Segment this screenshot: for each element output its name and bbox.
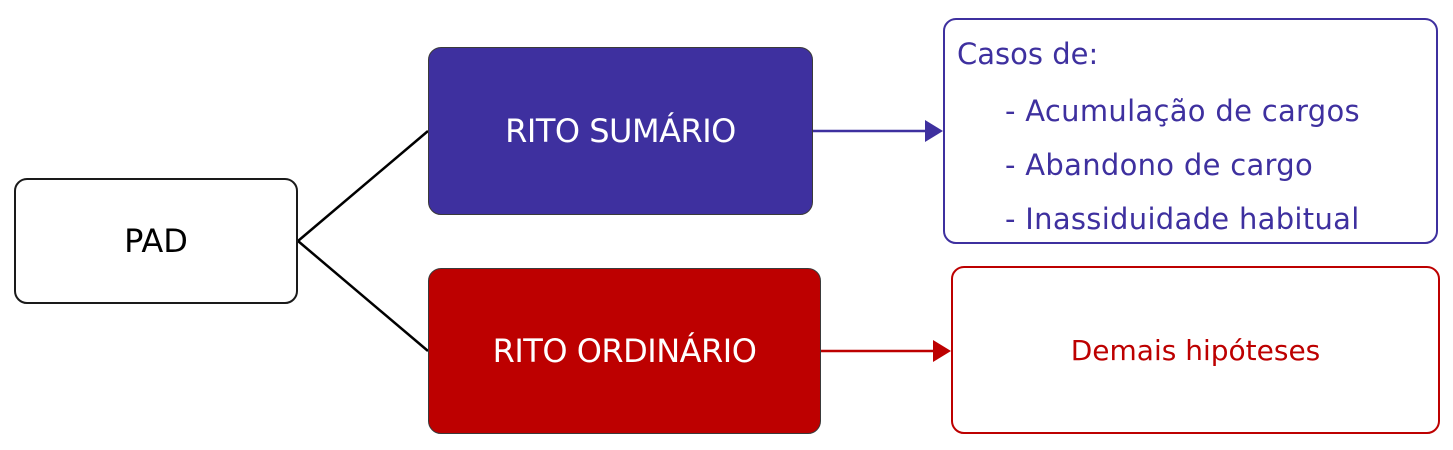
rito-ordinario-node: RITO ORDINÁRIO [428, 268, 821, 434]
casos-node: Casos de: - Acumulação de cargos - Aband… [943, 18, 1438, 244]
casos-item-acumulacao: - Acumulação de cargos [1005, 94, 1360, 128]
rito-ordinario-label: RITO ORDINÁRIO [492, 332, 757, 370]
pad-node: PAD [14, 178, 298, 304]
demais-hipoteses-node: Demais hipóteses [951, 266, 1440, 434]
casos-item-inassiduidade: - Inassiduidade habitual [1005, 202, 1360, 236]
arrow-ordinario-to-demais-head [933, 340, 951, 362]
demais-hipoteses-label: Demais hipóteses [1070, 333, 1321, 367]
casos-heading: Casos de: [957, 37, 1099, 71]
rito-sumario-label: RITO SUMÁRIO [505, 112, 736, 150]
connector-pad-to-rito-ordinario [297, 240, 429, 352]
casos-list: - Acumulação de cargos - Abandono de car… [957, 84, 1436, 246]
casos-item-abandono: - Abandono de cargo [1005, 148, 1314, 182]
arrow-sumario-to-casos-head [925, 120, 943, 142]
pad-label: PAD [124, 222, 188, 260]
rito-sumario-node: RITO SUMÁRIO [428, 47, 813, 215]
connector-pad-to-rito-sumario [297, 130, 429, 242]
